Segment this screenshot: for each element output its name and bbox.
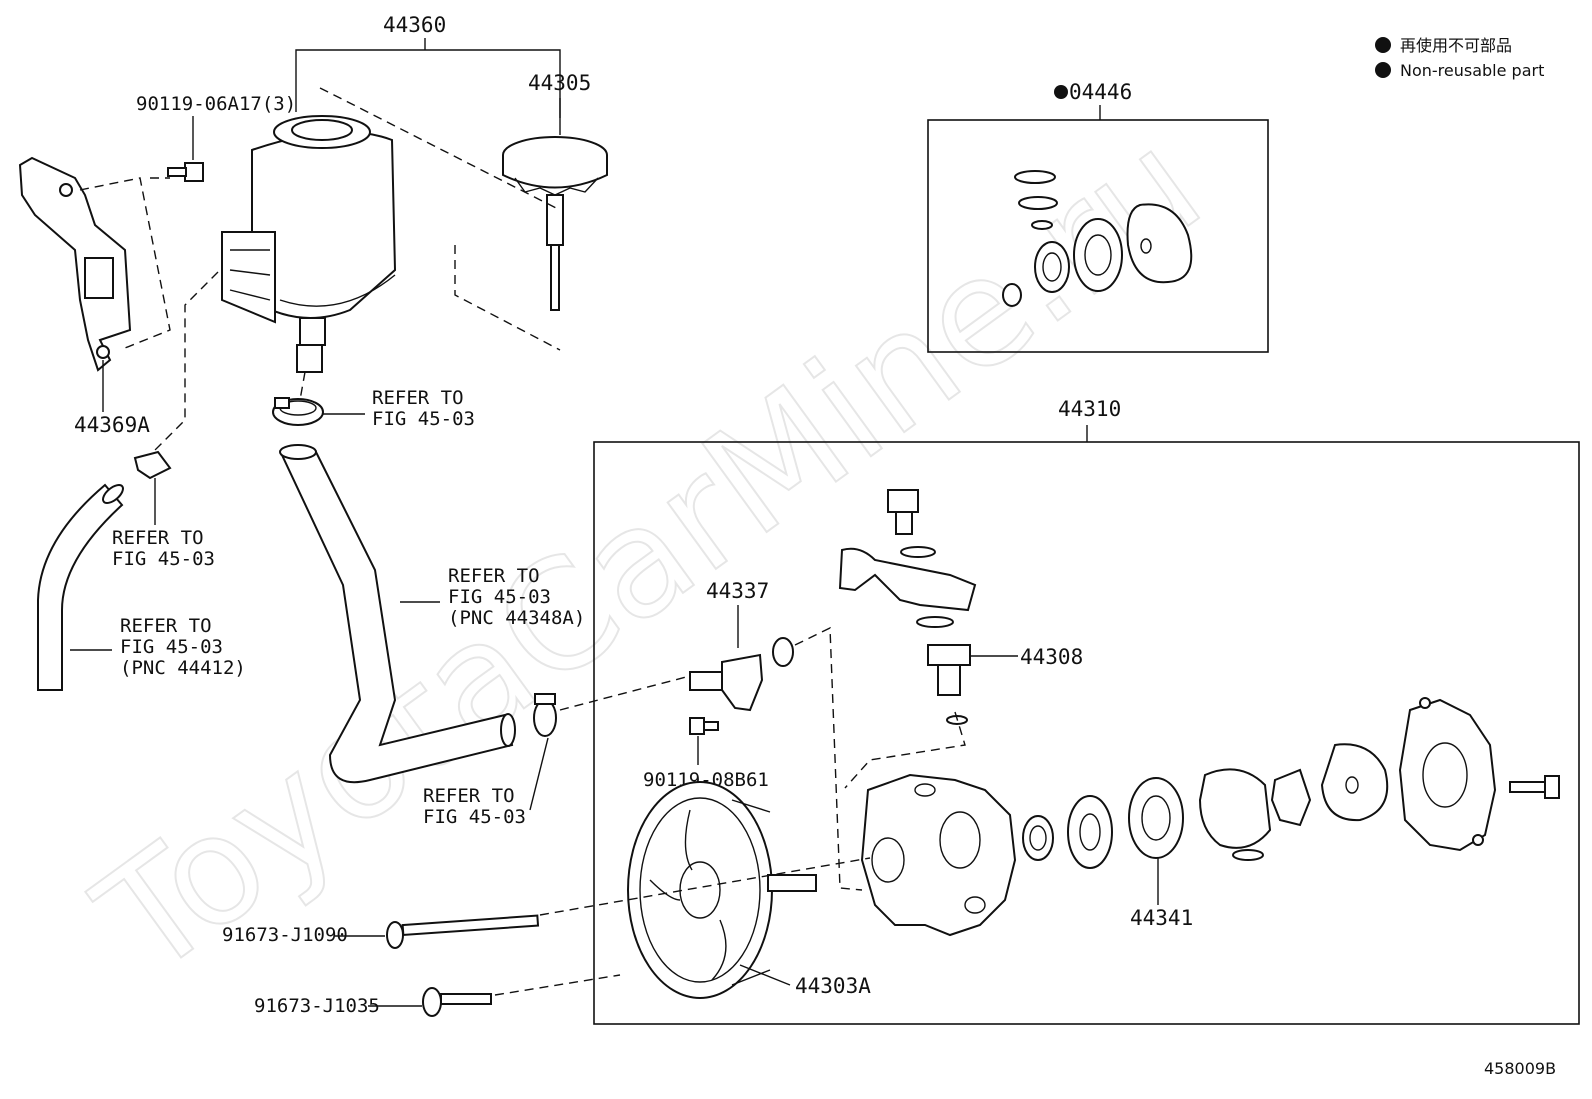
refer-clamp-top[interactable]: REFER TO FIG 45-03 <box>322 387 475 430</box>
figure-code: 458009B <box>1484 1059 1556 1078</box>
gasket-kit-box <box>927 119 1269 353</box>
refer-hose-left[interactable]: REFER TO FIG 45-03 (PNC 44412) <box>70 615 246 679</box>
guide-line <box>154 271 219 451</box>
callout-90119-06A17[interactable]: 90119-06A17(3) <box>136 93 296 160</box>
refer-text[interactable]: FIG 45-03 <box>112 548 215 570</box>
part-number-90119-06A17[interactable]: 90119-06A17(3) <box>136 93 296 115</box>
gasket-kit-parts <box>1002 170 1193 307</box>
guide-line <box>494 974 621 996</box>
guide-line <box>79 177 171 351</box>
bolt-long <box>386 914 540 949</box>
part-number-90119-08B61[interactable]: 90119-08B61 <box>643 769 769 791</box>
callout-91673-J1035[interactable]: 91673-J1035 <box>254 995 422 1017</box>
legend-dot-icon <box>1375 62 1391 78</box>
callout-44305[interactable]: 44305 <box>528 71 591 135</box>
callout-91673-J1090[interactable]: 91673-J1090 <box>222 924 385 946</box>
guide-line <box>319 87 561 211</box>
guide-line <box>794 626 863 891</box>
reservoir-cap <box>502 136 608 311</box>
refer-hose-mid[interactable]: REFER TO FIG 45-03 (PNC 44348A) <box>400 565 585 629</box>
pump-internals <box>1022 768 1312 869</box>
bolt-small <box>167 162 204 182</box>
callout-44341[interactable]: 44341 <box>1130 858 1193 930</box>
bolt-union <box>689 717 719 735</box>
union-fitting <box>689 637 794 712</box>
guide-line <box>559 675 691 711</box>
flow-valve <box>927 644 971 725</box>
leader-line <box>529 737 549 811</box>
pump-assy-box <box>593 441 1580 1025</box>
part-number-44310[interactable]: 44310 <box>1058 397 1121 421</box>
part-number-44369A[interactable]: 44369A <box>74 413 150 437</box>
guide-line <box>844 711 966 789</box>
refer-text[interactable]: FIG 45-03 <box>120 636 223 658</box>
refer-text[interactable]: (PNC 44412) <box>120 657 246 679</box>
bolt-short <box>422 987 492 1017</box>
part-number-44303A[interactable]: 44303A <box>795 974 871 998</box>
refer-clip-left[interactable]: REFER TO FIG 45-03 <box>112 478 215 570</box>
part-number-91673-J1035[interactable]: 91673-J1035 <box>254 995 380 1017</box>
refer-text[interactable]: REFER TO <box>423 785 515 807</box>
reservoir-tank <box>221 115 397 373</box>
callout-44308[interactable]: 44308 <box>970 645 1083 669</box>
callout-44303A[interactable]: 44303A <box>739 964 871 998</box>
guide-line <box>299 371 306 401</box>
pulley <box>627 781 817 999</box>
legend: 再使用不可部品 Non-reusable part <box>1375 36 1544 80</box>
callout-44310[interactable]: 44310 <box>1058 397 1121 442</box>
refer-text[interactable]: FIG 45-03 <box>448 586 551 608</box>
refer-text[interactable]: FIG 45-03 <box>423 806 526 828</box>
guide-line <box>454 245 561 351</box>
refer-text[interactable]: REFER TO <box>372 387 464 409</box>
pump-body <box>860 773 1017 937</box>
refer-text[interactable]: REFER TO <box>120 615 212 637</box>
legend-en: Non-reusable part <box>1400 61 1544 80</box>
guide-line <box>539 857 871 916</box>
part-number-91673-J1090[interactable]: 91673-J1090 <box>222 924 348 946</box>
non-reusable-dot-icon <box>1054 85 1068 99</box>
callout-44369A[interactable]: 44369A <box>74 360 150 437</box>
refer-text[interactable]: REFER TO <box>112 527 204 549</box>
refer-text[interactable]: FIG 45-03 <box>372 408 475 430</box>
hose-left <box>37 483 124 691</box>
callout-04446[interactable]: 04446 <box>1054 80 1132 120</box>
refer-clamp-bottom[interactable]: REFER TO FIG 45-03 <box>423 737 549 828</box>
callout-90119-08B61[interactable]: 90119-08B61 <box>643 736 769 791</box>
callout-44337[interactable]: 44337 <box>706 579 769 648</box>
refer-text[interactable]: (PNC 44348A) <box>448 607 585 629</box>
hose-middle <box>279 444 516 784</box>
part-number-44341[interactable]: 44341 <box>1130 906 1193 930</box>
part-number-44360[interactable]: 44360 <box>383 13 446 37</box>
part-number-44308[interactable]: 44308 <box>1020 645 1083 669</box>
bracket <box>18 156 132 372</box>
legend-dot-icon <box>1375 37 1391 53</box>
clamp-bottom <box>533 693 557 737</box>
part-number-04446[interactable]: 04446 <box>1069 80 1132 104</box>
clip-left <box>133 450 172 480</box>
part-number-44337[interactable]: 44337 <box>706 579 769 603</box>
legend-jp: 再使用不可部品 <box>1400 36 1512 55</box>
part-number-44305[interactable]: 44305 <box>528 71 591 95</box>
pump-cover <box>1320 697 1560 852</box>
refer-text[interactable]: REFER TO <box>448 565 540 587</box>
callout-44360[interactable]: 44360 <box>295 13 561 118</box>
clamp-top <box>272 397 324 426</box>
leader-line <box>739 964 791 986</box>
union-bolt <box>838 489 977 628</box>
leader-line <box>295 49 561 118</box>
